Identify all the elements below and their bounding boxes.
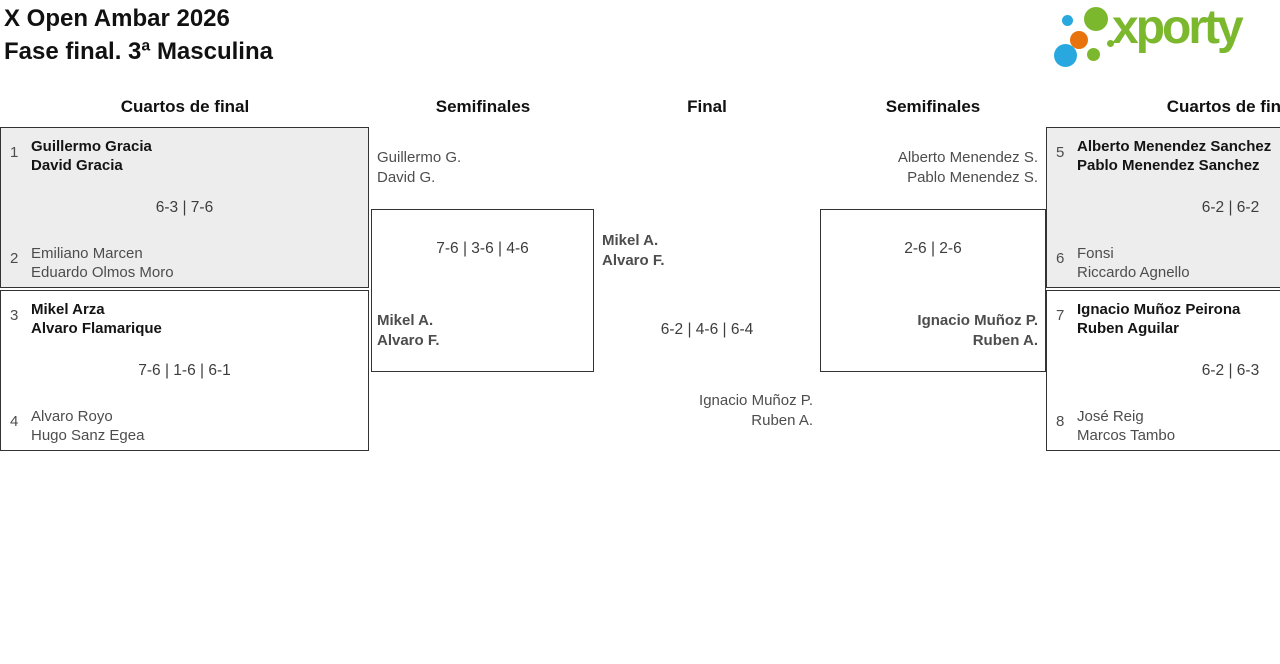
match-score: 7-6 | 1-6 | 6-1	[138, 362, 231, 379]
logo-blue-dot-small-icon	[1062, 15, 1073, 26]
column-header-quarterfinals-right: Cuartos de final	[1166, 97, 1280, 116]
seed-number: 6	[1056, 250, 1065, 267]
team-name-pair: Guillermo Gracia David Gracia	[31, 137, 152, 175]
player-name: Alberto Menendez S.	[897, 149, 1038, 166]
seed-number: 7	[1056, 307, 1065, 324]
match-score: 2-6 | 2-6	[904, 240, 962, 257]
team-name-pair: Fonsi Riccardo Agnello	[1077, 244, 1190, 282]
seed-number: 8	[1056, 413, 1065, 430]
sf-right-top-team: Alberto Menendez S. Pablo Menendez S.	[820, 148, 1038, 187]
team-name-pair: Mikel Arza Alvaro Flamarique	[31, 300, 162, 338]
seed-number: 1	[10, 144, 19, 161]
player-name: Ignacio Muñoz P.	[699, 392, 813, 409]
player-name: Hugo Sanz Egea	[31, 427, 145, 444]
player-name: Ignacio Muñoz P.	[917, 312, 1038, 329]
player-name: Alvaro F.	[377, 331, 440, 349]
player-name: Alvaro F.	[602, 251, 665, 269]
team-name-pair: Alberto Menendez Sanchez Pablo Menendez …	[1077, 137, 1271, 175]
column-header-semifinals-left: Semifinales	[435, 97, 531, 116]
logo-green-dot-tiny-icon	[1107, 40, 1114, 47]
player-name: Ruben A.	[972, 331, 1038, 349]
match-box-qf-left-2[interactable]: 3 Mikel Arza Alvaro Flamarique 7-6 | 1-6…	[0, 290, 369, 451]
column-header-semifinals-right: Semifinales	[885, 97, 981, 116]
player-name: Pablo Menendez Sanchez	[1077, 157, 1260, 174]
player-name: Alberto Menendez Sanchez	[1077, 138, 1272, 155]
player-name: Guillermo G.	[377, 149, 462, 166]
match-score: 6-3 | 7-6	[155, 199, 214, 216]
player-name: David Gracia	[31, 157, 123, 174]
logo-orange-dot-icon	[1070, 31, 1088, 49]
sf-left-bottom-team: Mikel A. Alvaro F.	[377, 311, 440, 350]
match-score: 6-2 | 4-6 | 6-4	[660, 321, 754, 338]
column-header-final: Final	[687, 97, 727, 116]
team-name-pair: Ignacio Muñoz Peirona Ruben Aguilar	[1077, 300, 1240, 338]
team-name-pair: Alvaro Royo Hugo Sanz Egea	[31, 407, 144, 445]
match-box-qf-left-1[interactable]: 1 Guillermo Gracia David Gracia 6-3 | 7-…	[0, 127, 369, 288]
tournament-name: X Open Ambar 2026	[4, 5, 230, 32]
match-score: 6-2 | 6-3	[1201, 362, 1260, 379]
phase-category-subtitle: Fase final. 3ª Masculina	[4, 38, 273, 65]
page-title: X Open Ambar 2026 Fase final. 3ª Masculi…	[4, 2, 273, 68]
player-name: Ruben Aguilar	[1077, 320, 1179, 337]
seed-number: 4	[10, 413, 19, 430]
seed-number: 5	[1056, 144, 1065, 161]
match-box-sf-left[interactable]	[371, 209, 594, 372]
player-name: Mikel Arza	[31, 301, 105, 318]
xporty-logo[interactable]: xporty	[1048, 1, 1278, 70]
final-bottom-team: Ignacio Muñoz P. Ruben A.	[594, 391, 813, 430]
logo-green-dot-small-icon	[1087, 48, 1100, 61]
player-name: Ignacio Muñoz Peirona	[1077, 301, 1241, 318]
seed-number: 3	[10, 307, 19, 324]
player-name: Ruben A.	[751, 411, 813, 429]
player-name: Fonsi	[1077, 245, 1114, 262]
player-name: José Reig	[1077, 408, 1144, 425]
player-name: Eduardo Olmos Moro	[31, 264, 174, 281]
player-name: Pablo Menendez S.	[907, 168, 1038, 186]
player-name: Guillermo Gracia	[31, 138, 152, 155]
match-box-qf-right-1[interactable]: 5 Alberto Menendez Sanchez Pablo Menende…	[1046, 127, 1280, 288]
player-name: Marcos Tambo	[1077, 427, 1176, 444]
team-name-pair: Emiliano Marcen Eduardo Olmos Moro	[31, 244, 174, 282]
match-score: 6-2 | 6-2	[1201, 199, 1260, 216]
player-name: Mikel A.	[602, 232, 659, 249]
logo-blue-dot-large-icon	[1054, 44, 1077, 67]
player-name: Riccardo Agnello	[1077, 264, 1190, 281]
match-box-qf-right-2[interactable]: 7 Ignacio Muñoz Peirona Ruben Aguilar 6-…	[1046, 290, 1280, 451]
final-top-team: Mikel A. Alvaro F.	[602, 231, 665, 270]
logo-wordmark: xporty	[1112, 1, 1244, 54]
player-name: Alvaro Flamarique	[31, 320, 162, 337]
player-name: Alvaro Royo	[31, 408, 113, 425]
player-name: Mikel A.	[377, 312, 434, 329]
player-name: David G.	[377, 168, 436, 186]
sf-right-bottom-team: Ignacio Muñoz P. Ruben A.	[820, 311, 1038, 350]
seed-number: 2	[10, 250, 19, 267]
team-name-pair: José Reig Marcos Tambo	[1077, 407, 1175, 445]
logo-green-dot-large-icon	[1084, 7, 1108, 31]
match-score: 7-6 | 3-6 | 4-6	[436, 240, 529, 257]
column-header-quarterfinals-left: Cuartos de final	[120, 97, 250, 116]
sf-left-top-team: Guillermo G. David G.	[377, 148, 461, 187]
match-box-sf-right[interactable]	[820, 209, 1046, 372]
player-name: Emiliano Marcen	[31, 245, 143, 262]
